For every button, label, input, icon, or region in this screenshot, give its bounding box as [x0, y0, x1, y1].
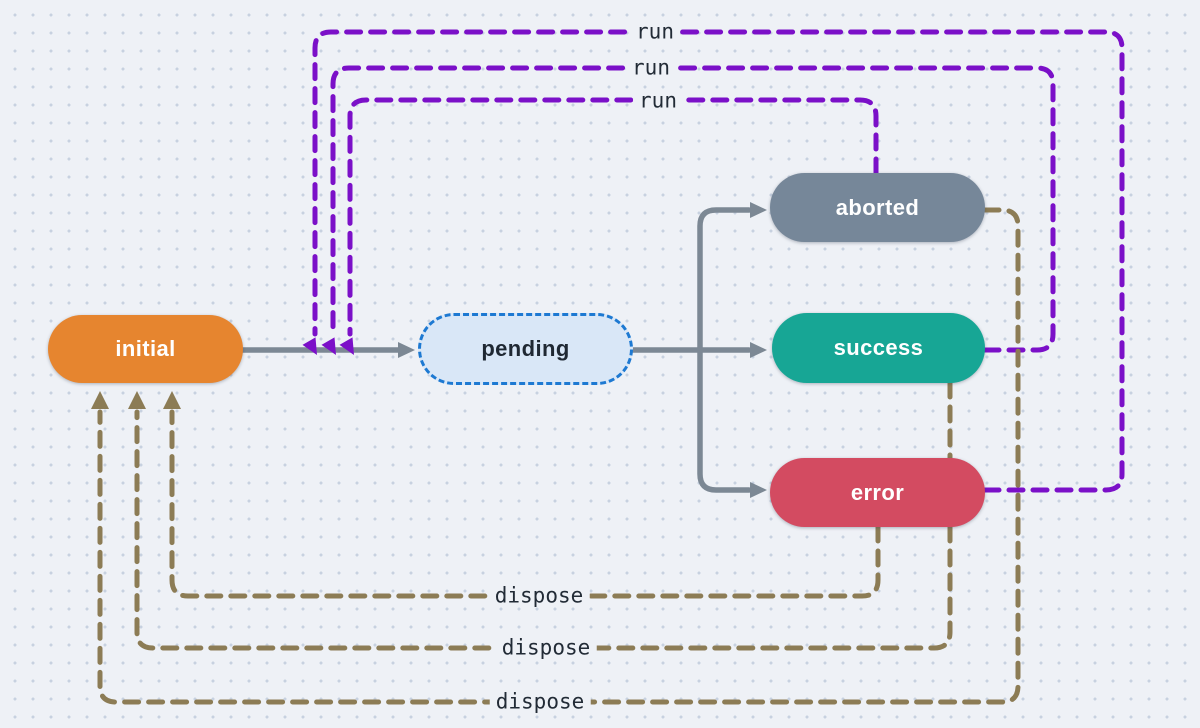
state-label-pending: pending	[481, 336, 570, 361]
arrowhead-dispose-aborted	[91, 391, 109, 409]
arrowhead-dispose-success	[128, 391, 146, 409]
edge-dispose-from-success-line	[134, 380, 953, 651]
state-label-success: success	[833, 335, 924, 360]
state-node-pending[interactable]: pending	[418, 313, 633, 385]
edge-run-from-success-line	[330, 65, 1056, 353]
state-node-aborted[interactable]: aborted	[770, 173, 985, 242]
edge-pending-to-aborted-line	[697, 207, 752, 353]
edge-run-from-aborted[interactable]	[339, 97, 879, 359]
edge-label-run-from-error[interactable]: run	[630, 20, 680, 44]
arrowhead-into-success	[750, 342, 767, 358]
arrowhead-into-error	[750, 482, 767, 498]
edge-run-from-aborted-line	[347, 97, 879, 337]
arrowhead-run-success	[321, 337, 336, 355]
edge-run-from-error-line	[312, 29, 1125, 493]
edge-initial-to-pending[interactable]	[240, 342, 415, 358]
edge-dispose-from-aborted[interactable]	[91, 207, 1021, 705]
state-label-error: error	[850, 479, 905, 505]
state-node-success[interactable]: success	[772, 313, 985, 383]
edge-label-dispose-from-success[interactable]: dispose	[495, 636, 597, 660]
arrowhead-into-aborted	[750, 202, 767, 218]
edge-pending-to-success[interactable]	[630, 342, 767, 358]
arrowhead-into-pending	[398, 342, 415, 358]
state-node-error[interactable]: error	[770, 458, 985, 527]
edge-run-from-error[interactable]	[302, 29, 1125, 493]
arrowhead-run-error	[302, 337, 317, 355]
arrowhead-run-aborted	[339, 337, 354, 355]
state-node-initial[interactable]: initial	[48, 315, 243, 383]
edge-label-dispose-from-error[interactable]: dispose	[488, 584, 590, 608]
state-label-aborted: aborted	[835, 194, 920, 220]
edge-pending-to-error[interactable]	[697, 347, 767, 498]
edge-pending-to-aborted[interactable]	[697, 202, 767, 353]
edge-pending-to-error-line	[697, 347, 752, 493]
state-label-initial: initial	[115, 336, 176, 361]
edge-run-from-success[interactable]	[321, 65, 1056, 359]
edge-label-dispose-from-aborted[interactable]: dispose	[489, 690, 591, 714]
arrowhead-dispose-error	[163, 391, 181, 409]
edge-dispose-from-success[interactable]	[128, 380, 953, 651]
edge-dispose-from-aborted-line	[97, 207, 1021, 705]
edge-label-run-from-aborted[interactable]: run	[633, 89, 683, 113]
edge-label-run-from-success[interactable]: run	[626, 56, 676, 80]
